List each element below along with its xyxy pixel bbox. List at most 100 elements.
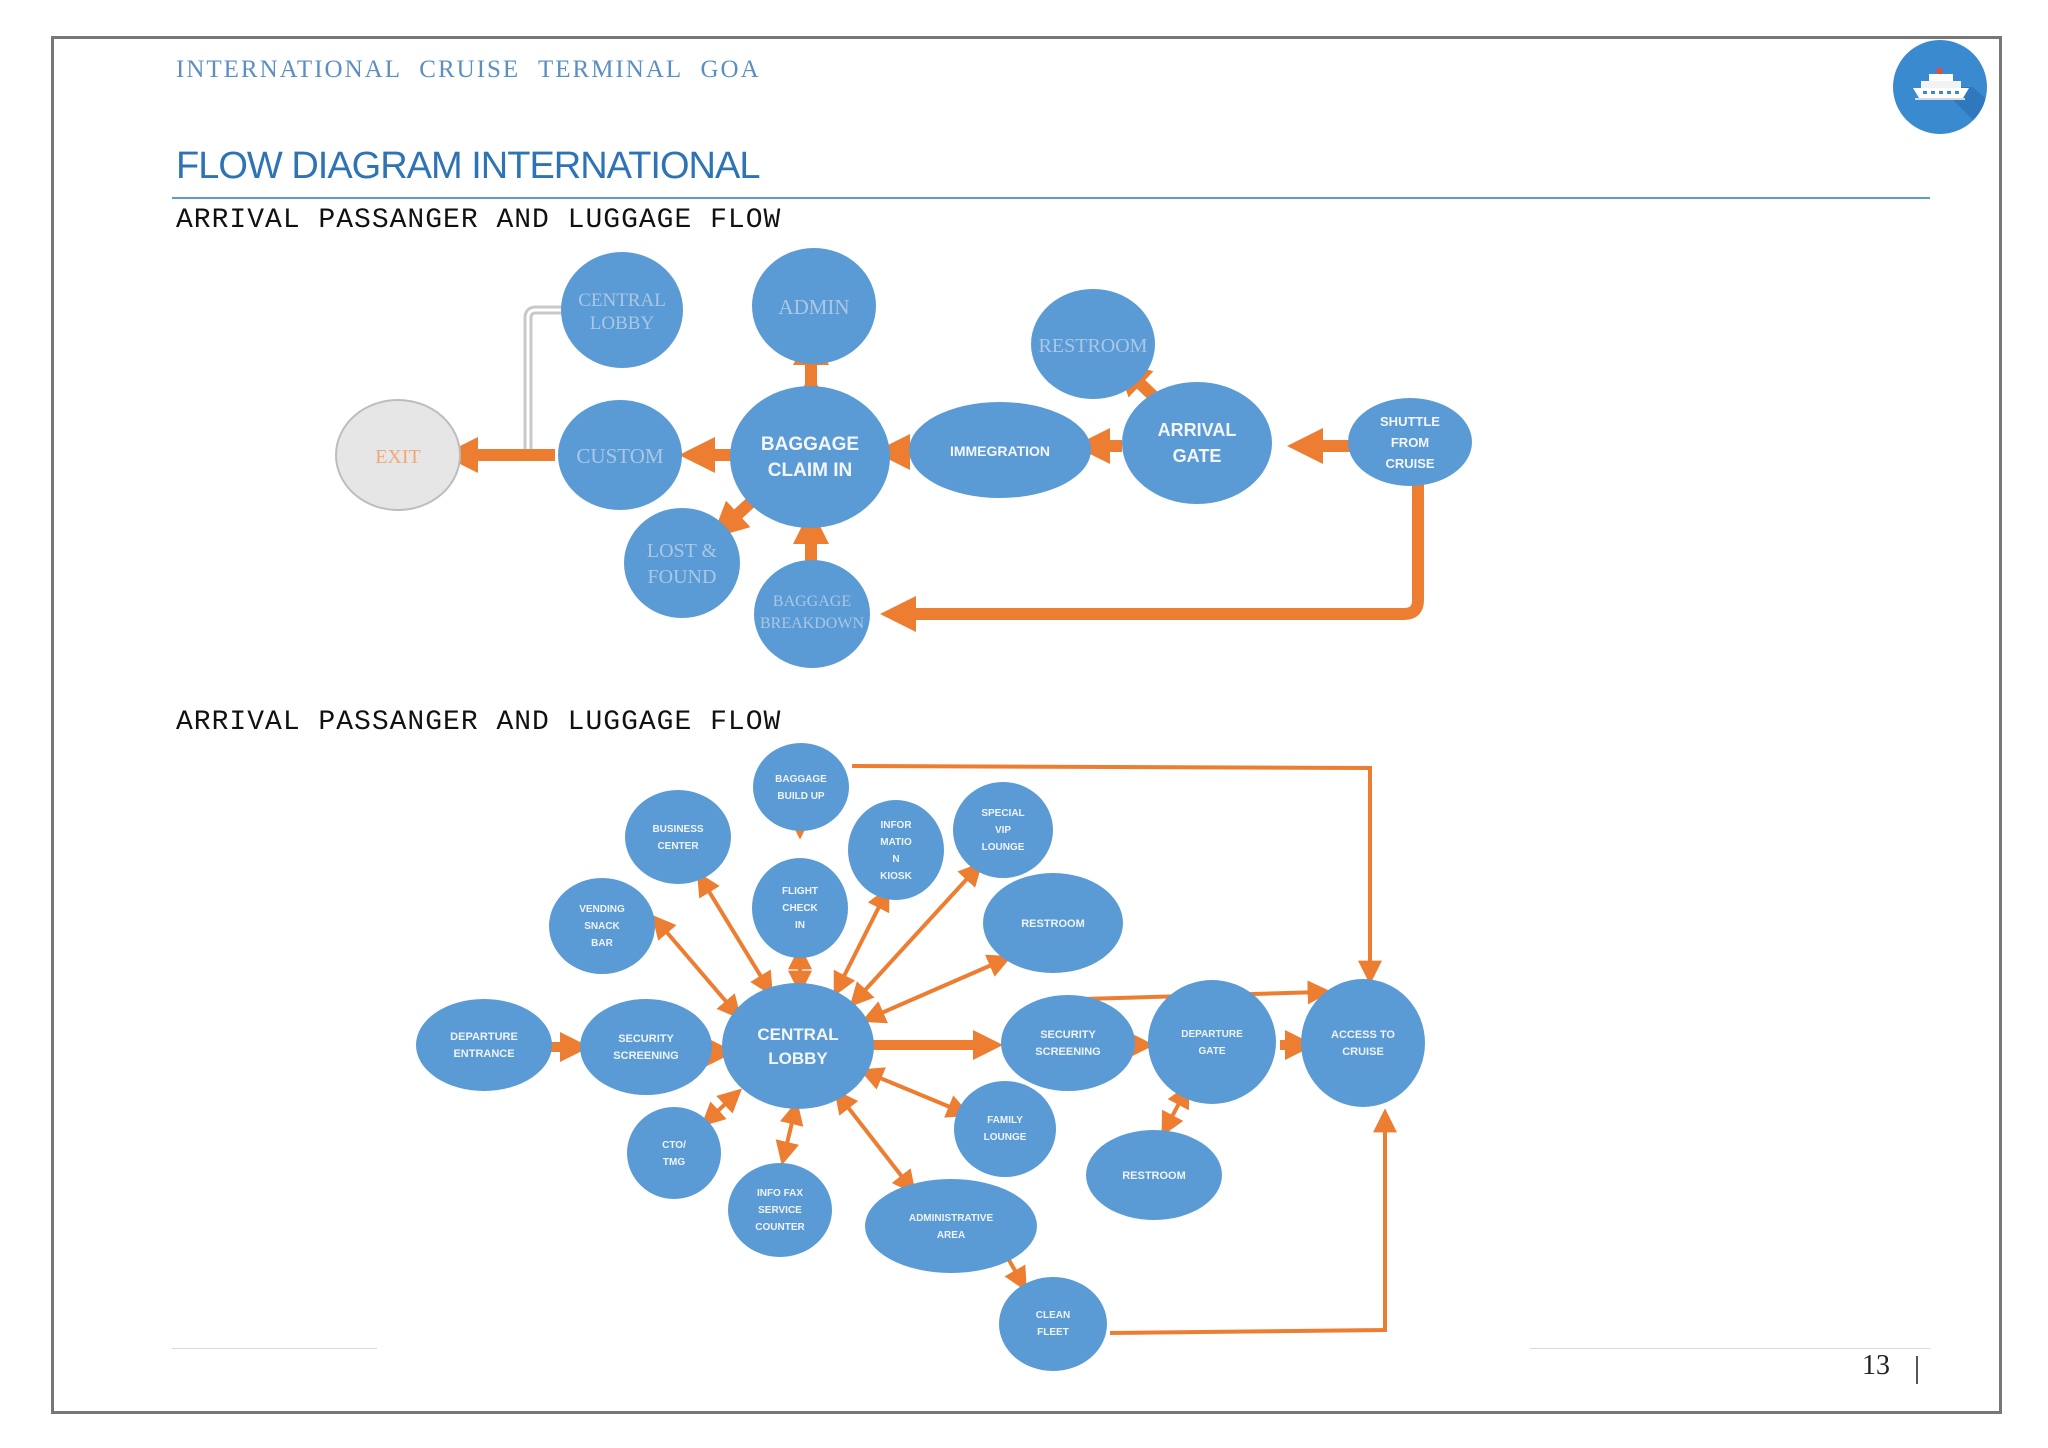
svg-text:SECURITY: SECURITY [1040,1029,1096,1041]
section-heading-arrival: ARRIVAL PASSANGER AND LUGGAGE FLOW [176,205,782,236]
svg-text:COUNTER: COUNTER [755,1222,805,1233]
svg-text:CRUISE: CRUISE [1342,1046,1384,1058]
svg-text:LOUNGE: LOUNGE [984,1132,1027,1143]
arrow-baggagebuild-access [851,764,1382,985]
node-restroom: RESTROOM [1031,289,1155,399]
svg-text:BAGGAGE: BAGGAGE [761,434,859,455]
svg-text:FAMILY: FAMILY [987,1115,1023,1126]
arrow-lobby-vending [651,914,742,1020]
node-central-lobby-2: CENTRAL LOBBY [722,983,874,1109]
footer-divider-left [172,1348,377,1349]
header-title: INTERNATIONAL CRUISE TERMINAL GOA [176,56,761,83]
node-exit: EXIT [335,399,461,511]
node-security-screening-left: SECURITY SCREENING [580,999,712,1095]
page-frame [51,36,2002,1414]
node-lost-found: LOST & FOUND [624,508,740,618]
arrow-lobby-cto [700,1088,743,1127]
node-info-fax-service-counter: INFO FAX SERVICE COUNTER [728,1163,832,1257]
node-security-screening-right: SECURITY SCREENING [1001,995,1135,1091]
svg-text:TMG: TMG [663,1157,685,1168]
svg-text:INFOR: INFOR [880,820,912,831]
node-baggage-claim-in: BAGGAGE CLAIM IN [730,386,890,528]
node-arrival-gate: ARRIVAL GATE [1122,382,1272,504]
arrow-lobby-infofax [775,1100,804,1166]
svg-text:CLEAN: CLEAN [1036,1310,1070,1321]
svg-text:SHUTTLE: SHUTTLE [1380,414,1440,429]
node-administrative-area: ADMINISTRATIVE AREA [865,1179,1037,1273]
svg-text:BUILD UP: BUILD UP [777,791,825,802]
svg-text:SECURITY: SECURITY [618,1033,674,1045]
svg-text:IMMEGRATION: IMMEGRATION [950,443,1050,459]
svg-text:BREAKDOWN: BREAKDOWN [760,615,864,632]
svg-text:RESTROOM: RESTROOM [1021,918,1085,930]
svg-text:CENTRAL: CENTRAL [578,290,666,311]
node-business-center: BUSINESS CENTER [625,790,731,884]
svg-text:SCREENING: SCREENING [613,1050,678,1062]
svg-text:ADMINISTRATIVE: ADMINISTRATIVE [909,1213,994,1224]
svg-text:GATE: GATE [1198,1046,1225,1057]
svg-text:CENTER: CENTER [657,841,699,852]
node-central-lobby: CENTRAL LOBBY [561,252,683,368]
svg-text:ADMIN: ADMIN [778,295,849,319]
node-departure-gate: DEPARTURE GATE [1148,980,1276,1104]
title-divider [172,197,1930,199]
arrow-gate-restroom-bottom [1161,1083,1190,1137]
svg-text:FLIGHT: FLIGHT [782,886,818,897]
svg-text:RESTROOM: RESTROOM [1122,1170,1186,1182]
node-baggage-breakdown: BAGGAGE BREAKDOWN [754,560,870,668]
svg-text:FLEET: FLEET [1037,1327,1069,1338]
svg-text:IN: IN [795,920,805,931]
svg-text:CHECK: CHECK [782,903,818,914]
svg-text:CTO/: CTO/ [662,1140,686,1151]
svg-text:SNACK: SNACK [584,921,620,932]
arrow-shuttle-to-breakdown [880,484,1424,632]
svg-text:CLAIM IN: CLAIM IN [768,460,852,481]
svg-text:DEPARTURE: DEPARTURE [1181,1029,1243,1040]
svg-text:LOBBY: LOBBY [768,1049,828,1068]
svg-text:BAGGAGE: BAGGAGE [775,774,827,785]
page-number-separator [1916,1356,1918,1384]
svg-text:KIOSK: KIOSK [880,871,912,882]
svg-text:MATIO: MATIO [880,837,912,848]
arrow-cleanfleet-access [1109,1108,1397,1335]
svg-text:SPECIAL: SPECIAL [981,808,1024,819]
arrow-lobby-admin [834,1089,916,1195]
svg-text:FROM: FROM [1391,435,1429,450]
node-flight-check-in: FLIGHT CHECK IN [752,858,848,958]
svg-text:RESTROOM: RESTROOM [1039,335,1148,357]
arrow-lobby-family [859,1067,971,1118]
diagram-departure-flow: BAGGAGE BUILD UP BUSINESS CENTER INFOR M… [416,743,1425,1371]
svg-text:DEPARTURE: DEPARTURE [450,1031,518,1043]
node-information-kiosk: INFOR MATIO N KIOSK [848,800,944,900]
diagram-arrival-flow: CENTRAL LOBBY ADMIN RESTROOM EXIT CUSTOM… [335,248,1472,668]
svg-text:ACCESS TO: ACCESS TO [1331,1029,1395,1041]
node-immegration: IMMEGRATION [909,402,1091,498]
svg-text:BAGGAGE: BAGGAGE [773,593,851,610]
arrow-lobby-business [696,871,774,997]
connector-custom-to-central-lobby-inner [526,308,564,452]
connector-custom-to-central-lobby [523,305,564,452]
node-baggage-build-up: BAGGAGE BUILD UP [753,743,849,831]
svg-text:SERVICE: SERVICE [758,1205,802,1216]
svg-text:VENDING: VENDING [579,904,625,915]
node-family-lounge: FAMILY LOUNGE [954,1081,1056,1177]
svg-text:CENTRAL: CENTRAL [757,1025,838,1044]
page-title: FLOW DIAGRAM INTERNATIONAL [176,145,760,187]
node-access-to-cruise: ACCESS TO CRUISE [1301,979,1425,1107]
svg-text:BAR: BAR [591,938,613,949]
page-number: 13 [1862,1350,1890,1381]
cruise-ship-icon [1893,40,1987,134]
arrow-lobby-restroom-top [861,954,1012,1024]
svg-text:INFO FAX: INFO FAX [757,1188,803,1199]
svg-text:LOBBY: LOBBY [590,313,655,334]
svg-text:CUSTOM: CUSTOM [576,444,663,468]
svg-text:VIP: VIP [995,825,1011,836]
svg-text:N: N [892,854,899,865]
node-special-vip-lounge: SPECIAL VIP LOUNGE [953,782,1053,878]
svg-text:AREA: AREA [937,1230,965,1241]
svg-text:EXIT: EXIT [375,446,421,468]
svg-text:LOUNGE: LOUNGE [982,842,1025,853]
node-vending-snack-bar: VENDING SNACK BAR [549,878,655,974]
svg-text:BUSINESS: BUSINESS [652,824,703,835]
